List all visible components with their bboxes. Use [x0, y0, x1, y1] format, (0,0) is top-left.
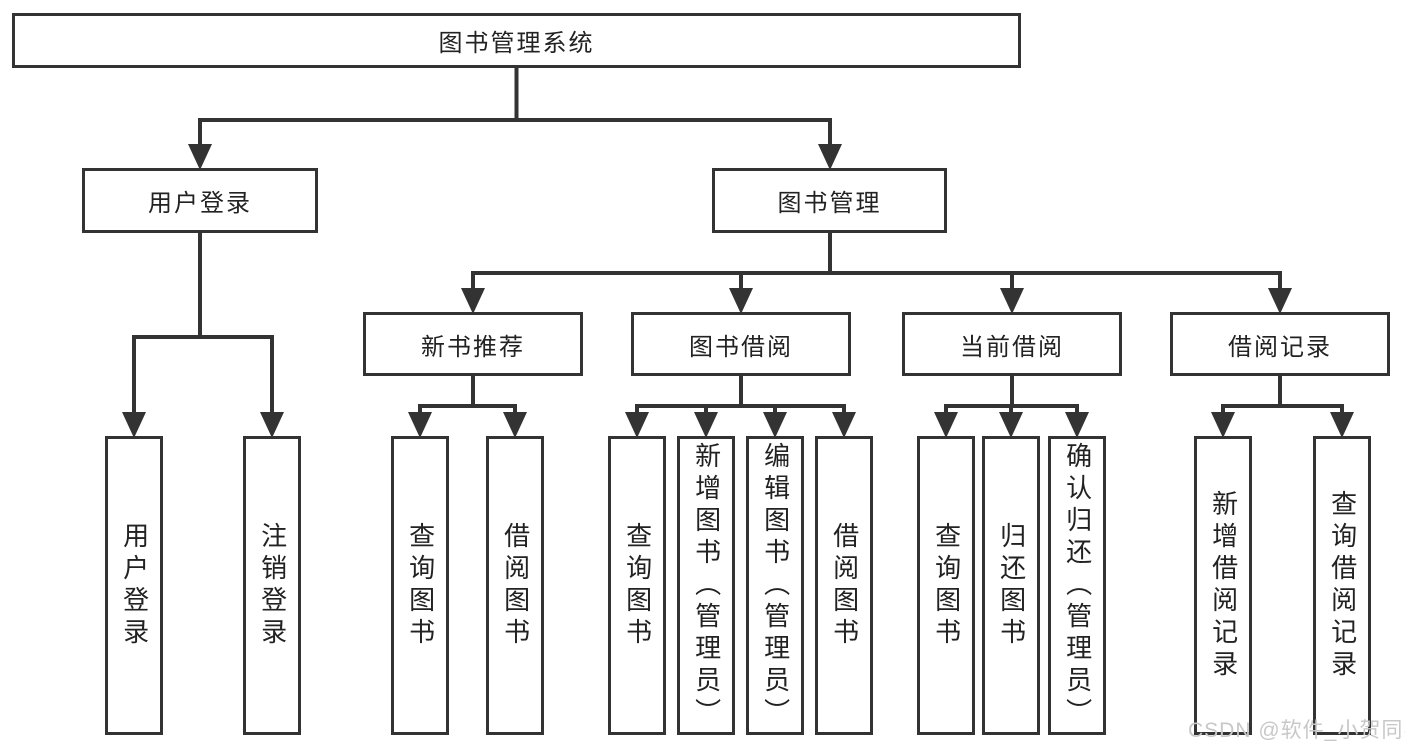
- leaf-return-books: 归还图书: [982, 436, 1040, 735]
- edge-level3-drop: [739, 273, 1014, 289]
- edge-level2-bus: [198, 118, 832, 146]
- node-label: 借阅图书: [500, 521, 531, 650]
- leaf-borrow-books-recommend: 借阅图书: [486, 436, 544, 735]
- leaf-query-books-recommend: 查询图书: [391, 436, 449, 735]
- node-borrow-records: 借阅记录: [1170, 312, 1390, 376]
- node-label: 借阅记录: [1228, 333, 1332, 361]
- node-label: 借阅图书: [829, 521, 860, 650]
- arrow-icon: [122, 412, 146, 438]
- arrow-icon: [934, 412, 958, 438]
- leaf-confirm-return-admin: 确认归还（管理员）: [1048, 436, 1106, 735]
- arrow-icon: [818, 144, 842, 170]
- node-label: 用户登录: [148, 190, 252, 217]
- arrow-icon: [260, 412, 284, 438]
- node-label: 新书推荐: [421, 333, 525, 361]
- node-user-login: 用户登录: [82, 168, 318, 233]
- arrow-icon: [763, 412, 787, 438]
- node-current-borrow: 当前借阅: [902, 312, 1122, 376]
- edge-records-bus: [1221, 374, 1344, 413]
- node-label: 图书借阅: [689, 333, 793, 361]
- node-label: 当前借阅: [960, 333, 1064, 361]
- arrow-icon: [1065, 412, 1089, 438]
- node-label: 图书管理: [777, 190, 882, 217]
- node-label: 新增图书（管理员）: [691, 441, 722, 730]
- arrow-icon: [625, 412, 649, 438]
- arrow-icon: [503, 412, 527, 438]
- arrow-icon: [461, 288, 485, 314]
- leaf-add-borrow-record: 新增借阅记录: [1194, 436, 1252, 735]
- watermark-text: CSDN @软件_小贺同学: [1188, 719, 1405, 742]
- node-label: 归还图书: [996, 521, 1027, 650]
- arrow-icon: [832, 412, 856, 438]
- arrow-icon: [694, 412, 718, 438]
- node-book-management: 图书管理: [712, 168, 947, 233]
- arrow-icon: [1211, 412, 1235, 438]
- leaf-user-login: 用户登录: [105, 436, 163, 735]
- arrow-icon: [729, 288, 753, 314]
- edge-current-bus: [944, 376, 1079, 413]
- node-label: 查询借阅记录: [1327, 489, 1358, 682]
- node-label: 查询图书: [622, 521, 653, 650]
- edge-borrow-bus: [635, 376, 846, 413]
- edge-rec-bus: [418, 376, 517, 413]
- arrow-icon: [188, 144, 212, 170]
- leaf-query-borrow-record: 查询借阅记录: [1313, 436, 1371, 735]
- node-label: 编辑图书（管理员）: [760, 441, 791, 730]
- node-label: 新增借阅记录: [1208, 489, 1239, 682]
- leaf-edit-books-admin: 编辑图书（管理员）: [746, 436, 804, 735]
- leaf-query-books-borrow: 查询图书: [608, 436, 666, 735]
- leaf-query-books-current: 查询图书: [917, 436, 975, 735]
- arrow-icon: [408, 412, 432, 438]
- node-label: 查询图书: [405, 521, 436, 650]
- arrow-icon: [1000, 288, 1024, 314]
- arrow-icon: [1330, 412, 1354, 438]
- leaf-logout: 注销登录: [243, 436, 301, 735]
- node-label: 图书管理系统: [438, 30, 595, 57]
- edge-login-bus: [132, 335, 274, 412]
- node-label: 查询图书: [931, 521, 962, 650]
- edge-level3-bus: [471, 271, 1282, 289]
- leaf-add-books-admin: 新增图书（管理员）: [677, 436, 735, 735]
- node-label: 注销登录: [257, 521, 288, 650]
- node-book-borrow: 图书借阅: [631, 312, 851, 376]
- node-library-system: 图书管理系统: [12, 13, 1021, 68]
- arrow-icon: [999, 412, 1023, 438]
- node-new-book-recommend: 新书推荐: [363, 312, 583, 376]
- leaf-borrow-books: 借阅图书: [815, 436, 873, 735]
- node-label: 用户登录: [119, 521, 150, 650]
- node-label: 确认归还（管理员）: [1062, 441, 1093, 730]
- arrow-icon: [1268, 288, 1292, 314]
